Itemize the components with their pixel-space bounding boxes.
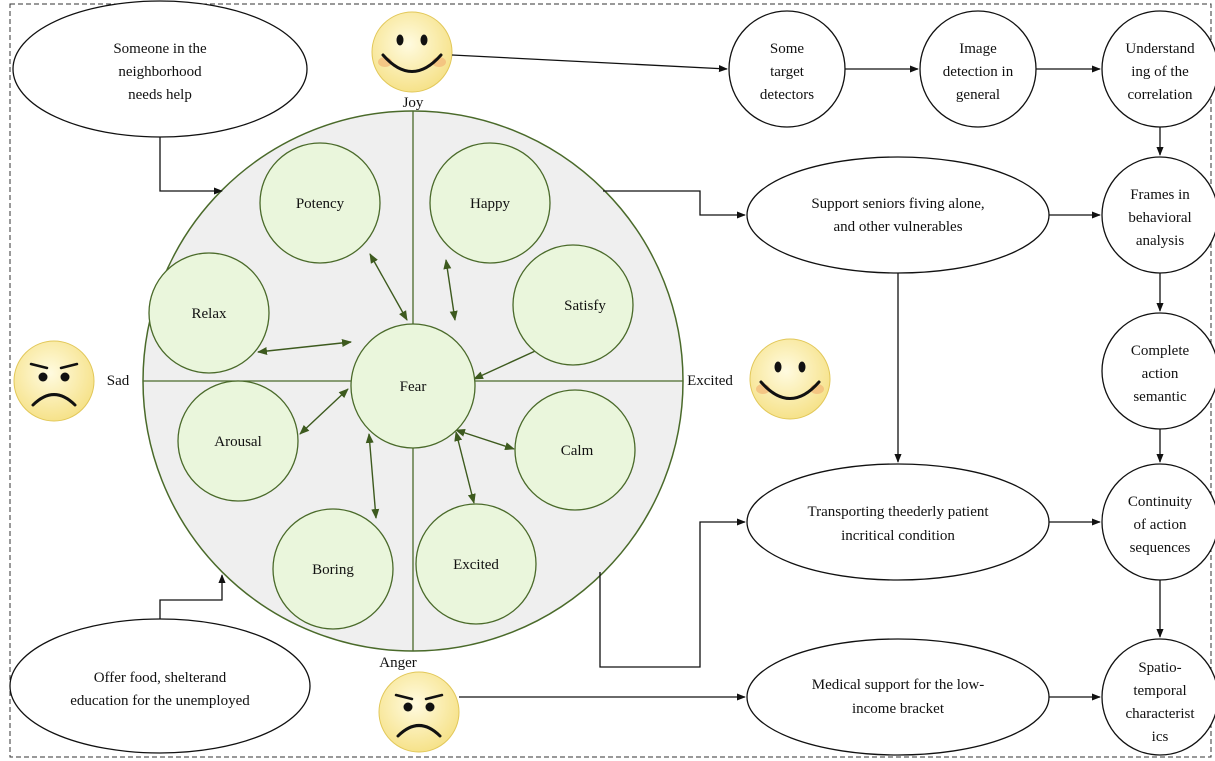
correlation-text: Understand ing of the correlation (1125, 41, 1195, 103)
svg-text:semantic: semantic (1133, 389, 1187, 405)
emotion-label-fear: Fear (400, 379, 427, 395)
svg-text:Someone in the: Someone in the (113, 41, 207, 57)
emotion-label-arousal: Arousal (214, 434, 262, 450)
neighborhood-help-text: Someone in the neighborhood needs help (113, 41, 207, 103)
medical-support-text: Medical support for the low- income brac… (812, 677, 984, 717)
emotion-calm (514, 389, 636, 511)
transport-patient-node (746, 463, 1050, 581)
target-detectors-text: Some target detectors (760, 41, 814, 103)
svg-text:of action: of action (1134, 517, 1187, 533)
svg-text:analysis: analysis (1136, 233, 1184, 249)
svg-text:temporal: temporal (1133, 683, 1186, 699)
emotion-label-excited: Excited (453, 557, 499, 573)
svg-text:Offer food, shelterand: Offer food, shelterand (94, 670, 227, 686)
image-detection-text: Image detection in general (943, 41, 1014, 103)
emotion-happy (429, 142, 551, 264)
action-semantic-text: Complete action semantic (1131, 343, 1190, 405)
seniors-support-text: Support seniors fiving alone, and other … (811, 196, 984, 235)
svg-text:and other vulnerables: and other vulnerables (833, 219, 962, 235)
happy-face-icon (371, 11, 453, 93)
svg-text:Continuity: Continuity (1128, 494, 1193, 510)
svg-text:behavioral: behavioral (1128, 210, 1191, 226)
spatio-temporal-node (1101, 638, 1215, 756)
emotion-label-happy: Happy (470, 196, 510, 212)
svg-text:income bracket: income bracket (852, 701, 945, 717)
action-sequences-text: Continuity of action sequences (1128, 494, 1193, 556)
axis-label-excited: Excited (687, 373, 733, 389)
svg-text:Support seniors fiving alone,: Support seniors fiving alone, (811, 196, 984, 212)
emotion-links (257, 253, 545, 519)
transport-patient-text: Transporting theederly patient incritica… (807, 504, 989, 544)
emotion-satisfy (512, 244, 634, 366)
unemployed-support-text: Offer food, shelterand education for the… (70, 670, 250, 709)
emotion-excited (415, 503, 537, 625)
svg-text:Complete: Complete (1131, 343, 1190, 359)
svg-text:ing of the: ing of the (1131, 64, 1189, 80)
svg-text:Understand: Understand (1125, 41, 1195, 57)
svg-text:needs help: needs help (128, 87, 192, 103)
svg-text:Some: Some (770, 41, 805, 57)
emotion-label-relax: Relax (192, 306, 227, 322)
frames-analysis-text: Frames in behavioral analysis (1128, 187, 1191, 249)
svg-text:Spatio-: Spatio- (1138, 660, 1181, 676)
svg-text:detectors: detectors (760, 87, 814, 103)
svg-text:education for the unemployed: education for the unemployed (70, 693, 250, 709)
emotion-label-calm: Calm (561, 443, 594, 459)
axis-label-joy: Joy (403, 95, 424, 111)
spatio-temporal-text: Spatio- temporal characterist ics (1125, 660, 1195, 745)
emotion-circles (148, 142, 636, 630)
anger-face-icon (378, 671, 460, 753)
emotion-arousal (177, 380, 299, 502)
svg-text:Transporting theederly patient: Transporting theederly patient (807, 504, 989, 520)
emotion-fear (350, 323, 476, 449)
svg-text:target: target (770, 64, 805, 80)
axis-label-anger: Anger (379, 655, 417, 671)
svg-text:detection in: detection in (943, 64, 1014, 80)
emotion-label-boring: Boring (312, 562, 354, 578)
svg-text:characterist: characterist (1125, 706, 1195, 722)
svg-text:sequences: sequences (1130, 540, 1191, 556)
seniors-support-node (746, 156, 1050, 274)
svg-text:Frames in: Frames in (1130, 187, 1190, 203)
svg-text:Medical support for the low-: Medical support for the low- (812, 677, 984, 693)
excited-face-icon (749, 338, 831, 420)
svg-text:neighborhood: neighborhood (118, 64, 202, 80)
emotion-label-satisfy: Satisfy (564, 298, 606, 314)
svg-text:ics: ics (1152, 729, 1169, 745)
svg-text:general: general (956, 87, 1000, 103)
emotion-relax (148, 252, 270, 374)
svg-text:incritical condition: incritical condition (841, 528, 955, 544)
svg-text:Image: Image (959, 41, 997, 57)
emotion-potency (259, 142, 381, 264)
axis-label-sad: Sad (107, 373, 130, 389)
svg-text:action: action (1142, 366, 1179, 382)
svg-text:correlation: correlation (1128, 87, 1193, 103)
emotion-label-potency: Potency (296, 196, 345, 212)
sad-face-icon (13, 340, 95, 422)
flow-arrows (159, 54, 1164, 701)
emotion-boring (272, 508, 394, 630)
unemployed-support-node (9, 618, 311, 754)
medical-support-node (746, 638, 1050, 756)
